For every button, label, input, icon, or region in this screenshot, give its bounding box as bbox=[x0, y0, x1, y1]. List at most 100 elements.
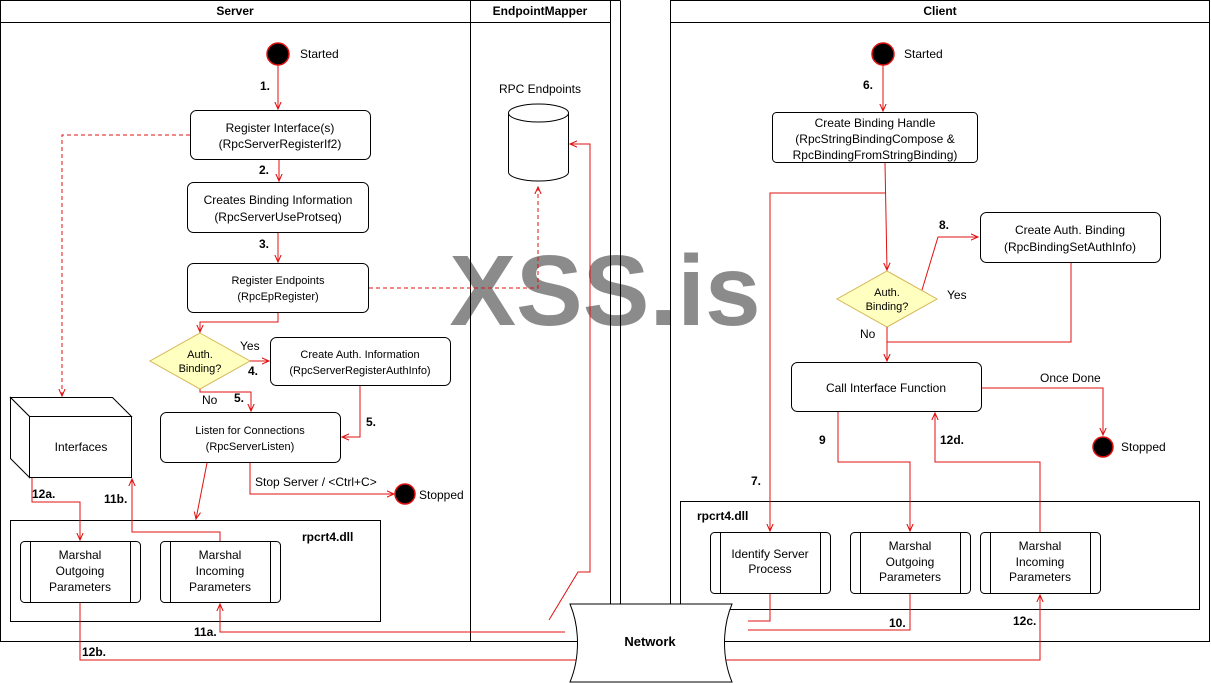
call-interface-box: Call Interface Function bbox=[791, 362, 982, 412]
creates-binding-label: Creates Binding Information bbox=[204, 193, 353, 207]
arrow-endpoints-to-decision bbox=[200, 313, 279, 332]
server-no-label: No bbox=[202, 393, 218, 407]
register-interface-api: (RpcServerRegisterIf2) bbox=[219, 137, 342, 151]
client-lane: Client bbox=[670, 0, 1210, 642]
interfaces-label: Interfaces bbox=[55, 440, 108, 454]
server-stop-circle bbox=[394, 483, 416, 505]
endpoint-mapper-lane: EndpointMapper bbox=[470, 0, 621, 642]
register-endpoints-box: Register Endpoints (RpcEpRegister) bbox=[187, 263, 369, 313]
client-rpcrt4-label: rpcrt4.dll bbox=[697, 509, 748, 523]
server-stopped-node: Stopped bbox=[394, 483, 464, 505]
create-auth-info-label: Create Auth. Information bbox=[300, 349, 419, 361]
client-marshal-incoming-box: Marshal Incoming Parameters bbox=[980, 532, 1101, 594]
arrow-network-to-endpoints-db bbox=[548, 144, 591, 621]
server-auth-decision-line2: Binding? bbox=[179, 363, 222, 375]
arrow-auth-info-to-listen bbox=[342, 386, 361, 437]
client-lane-title: Client bbox=[923, 4, 956, 18]
client-stopped-label: Stopped bbox=[1121, 440, 1166, 454]
client-rpcrt4-container: rpcrt4.dll bbox=[680, 501, 1200, 610]
arrow-marshal-in-to-interfaces bbox=[132, 479, 221, 541]
create-binding-handle-api1: (RpcStringBindingCompose & bbox=[795, 132, 954, 146]
server-start-circle bbox=[266, 42, 290, 66]
step-4: 4. bbox=[248, 364, 258, 378]
once-done-label: Once Done bbox=[1040, 371, 1101, 385]
arrow-listen-to-stopped bbox=[249, 463, 394, 494]
endpoint-mapper-lane-title: EndpointMapper bbox=[493, 4, 588, 18]
step-2: 2. bbox=[259, 163, 269, 177]
arrow-decision-no bbox=[199, 389, 251, 411]
step-11a: 11a. bbox=[194, 625, 217, 639]
step-11b: 11b. bbox=[104, 492, 127, 506]
step-5b: 5. bbox=[366, 415, 376, 429]
register-endpoints-label: Register Endpoints bbox=[232, 275, 325, 287]
register-interface-box: Register Interface(s) (RpcServerRegister… bbox=[190, 110, 371, 160]
create-auth-binding-label: Create Auth. Binding bbox=[1015, 223, 1125, 237]
client-start-circle bbox=[871, 42, 895, 66]
client-start-node: Started bbox=[871, 42, 943, 66]
arrow-identify-to-network bbox=[748, 594, 771, 622]
step-12b: 12b. bbox=[82, 645, 106, 659]
client-auth-decision: Auth. Binding? bbox=[835, 270, 939, 328]
arrow-call-to-stopped bbox=[982, 387, 1103, 435]
server-auth-decision-line1: Auth. bbox=[187, 349, 213, 361]
create-binding-handle-box: Create Binding Handle (RpcStringBindingC… bbox=[772, 112, 978, 163]
connectors bbox=[31, 65, 1103, 661]
step-10: 10. bbox=[889, 616, 906, 630]
server-auth-decision: Auth. Binding? bbox=[148, 332, 252, 390]
client-marshal-outgoing-line1: Marshal bbox=[889, 539, 932, 553]
client-marshal-outgoing-box: Marshal Outgoing Parameters bbox=[850, 532, 971, 594]
arrow-interfaces-to-marshal-out bbox=[31, 478, 80, 540]
arrow-client-out-to-network bbox=[748, 594, 911, 631]
arrow-server-out-to-client-in bbox=[79, 595, 1040, 661]
listen-label: Listen for Connections bbox=[195, 425, 305, 437]
rpc-endpoints-database bbox=[508, 103, 569, 182]
server-rpcrt4-label: rpcrt4.dll bbox=[302, 530, 353, 544]
step-7: 7. bbox=[751, 474, 761, 488]
rpc-endpoints-label: RPC Endpoints bbox=[499, 82, 581, 96]
server-marshal-outgoing-line3: Parameters bbox=[49, 580, 111, 594]
network-node: Network bbox=[569, 603, 733, 683]
server-started-label: Started bbox=[300, 47, 339, 61]
identify-server-line2: Process bbox=[748, 562, 791, 576]
register-endpoints-api: (RpcEpRegister) bbox=[237, 291, 318, 303]
call-interface-label: Call Interface Function bbox=[826, 381, 946, 395]
step-12c: 12c. bbox=[1013, 614, 1036, 628]
listen-api: (RpcServerListen) bbox=[206, 441, 295, 453]
listen-box: Listen for Connections (RpcServerListen) bbox=[160, 412, 341, 463]
client-started-label: Started bbox=[904, 47, 943, 61]
client-auth-decision-line1: Auth. bbox=[874, 287, 900, 299]
arrow-auth-binding-merge bbox=[887, 263, 1072, 343]
create-auth-info-box: Create Auth. Information (RpcServerRegis… bbox=[270, 337, 451, 386]
create-auth-info-api: (RpcServerRegisterAuthInfo) bbox=[289, 365, 430, 377]
step-5a: 5. bbox=[234, 391, 244, 405]
client-stopped-node: Stopped bbox=[1092, 436, 1166, 458]
client-marshal-incoming-line1: Marshal bbox=[1019, 539, 1062, 553]
arrow-handle-to-decision bbox=[885, 162, 887, 270]
step-12d: 12d. bbox=[940, 433, 964, 447]
client-marshal-outgoing-line2: Outgoing bbox=[886, 555, 935, 569]
step-1: 1. bbox=[260, 79, 270, 93]
identify-server-line1: Identify Server bbox=[731, 547, 808, 561]
server-marshal-outgoing-box: Marshal Outgoing Parameters bbox=[20, 541, 141, 603]
server-yes-label: Yes bbox=[240, 339, 260, 353]
network-label: Network bbox=[624, 634, 676, 649]
arrow-register-to-interfaces-dashed bbox=[62, 134, 190, 396]
server-marshal-incoming-line2: Incoming bbox=[196, 564, 245, 578]
step-9: 9 bbox=[819, 433, 826, 447]
server-lane-title: Server bbox=[216, 4, 254, 18]
client-no-label: No bbox=[860, 327, 876, 341]
register-interface-label: Register Interface(s) bbox=[226, 121, 335, 135]
interfaces-cube: Interfaces bbox=[9, 396, 133, 479]
arrow-handle-to-identify-server bbox=[770, 192, 886, 531]
arrow-network-to-server-marshal-in bbox=[220, 604, 565, 633]
server-stopped-label: Stopped bbox=[419, 488, 464, 502]
arrow-endpoints-to-db-dashed bbox=[369, 187, 538, 289]
watermark: XSS.is bbox=[449, 235, 760, 347]
creates-binding-api: (RpcServerUseProtseq) bbox=[214, 210, 341, 224]
identify-server-box: Identify Server Process bbox=[710, 532, 831, 594]
server-marshal-outgoing-line2: Outgoing bbox=[56, 564, 105, 578]
step-3: 3. bbox=[259, 237, 269, 251]
step-labels: 1. 2. 3. 4. 5. 5. 6. 7. 8. 9 10. 11a. 11… bbox=[32, 78, 1036, 659]
client-marshal-outgoing-line3: Parameters bbox=[879, 570, 941, 584]
